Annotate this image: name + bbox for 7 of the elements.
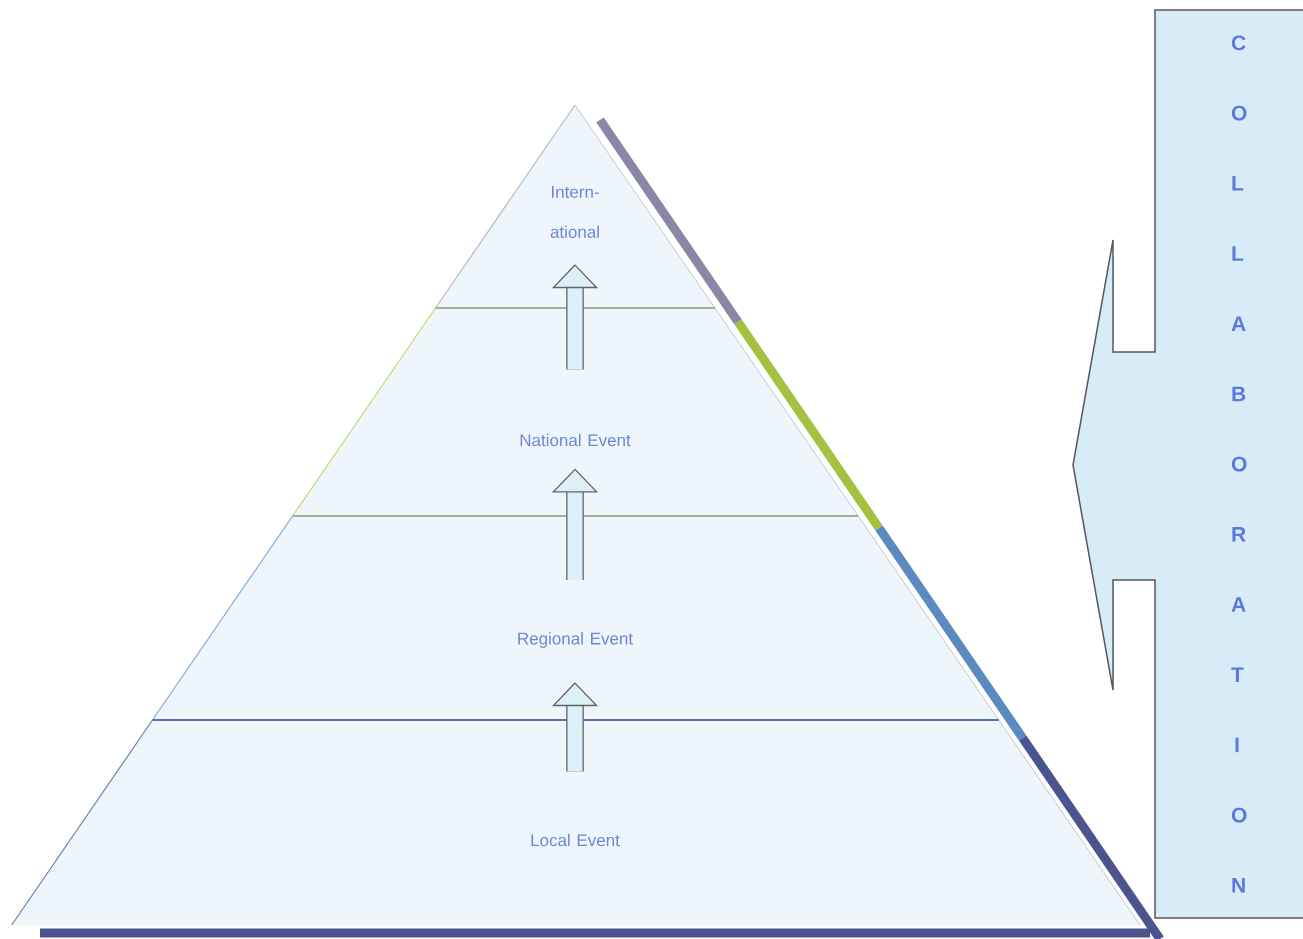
pyramid-level: Local Event	[11, 719, 1141, 926]
node-label: Regional Event	[518, 632, 633, 648]
callout-box: C O L L A B O R A T I O N	[1072, 9, 1303, 919]
pyramid-level: Regional Event	[151, 515, 1000, 721]
node-label: National Event	[520, 433, 631, 447]
pyramid-level: Intern-ational	[434, 104, 716, 309]
node-label: Intern-ational	[550, 186, 599, 238]
